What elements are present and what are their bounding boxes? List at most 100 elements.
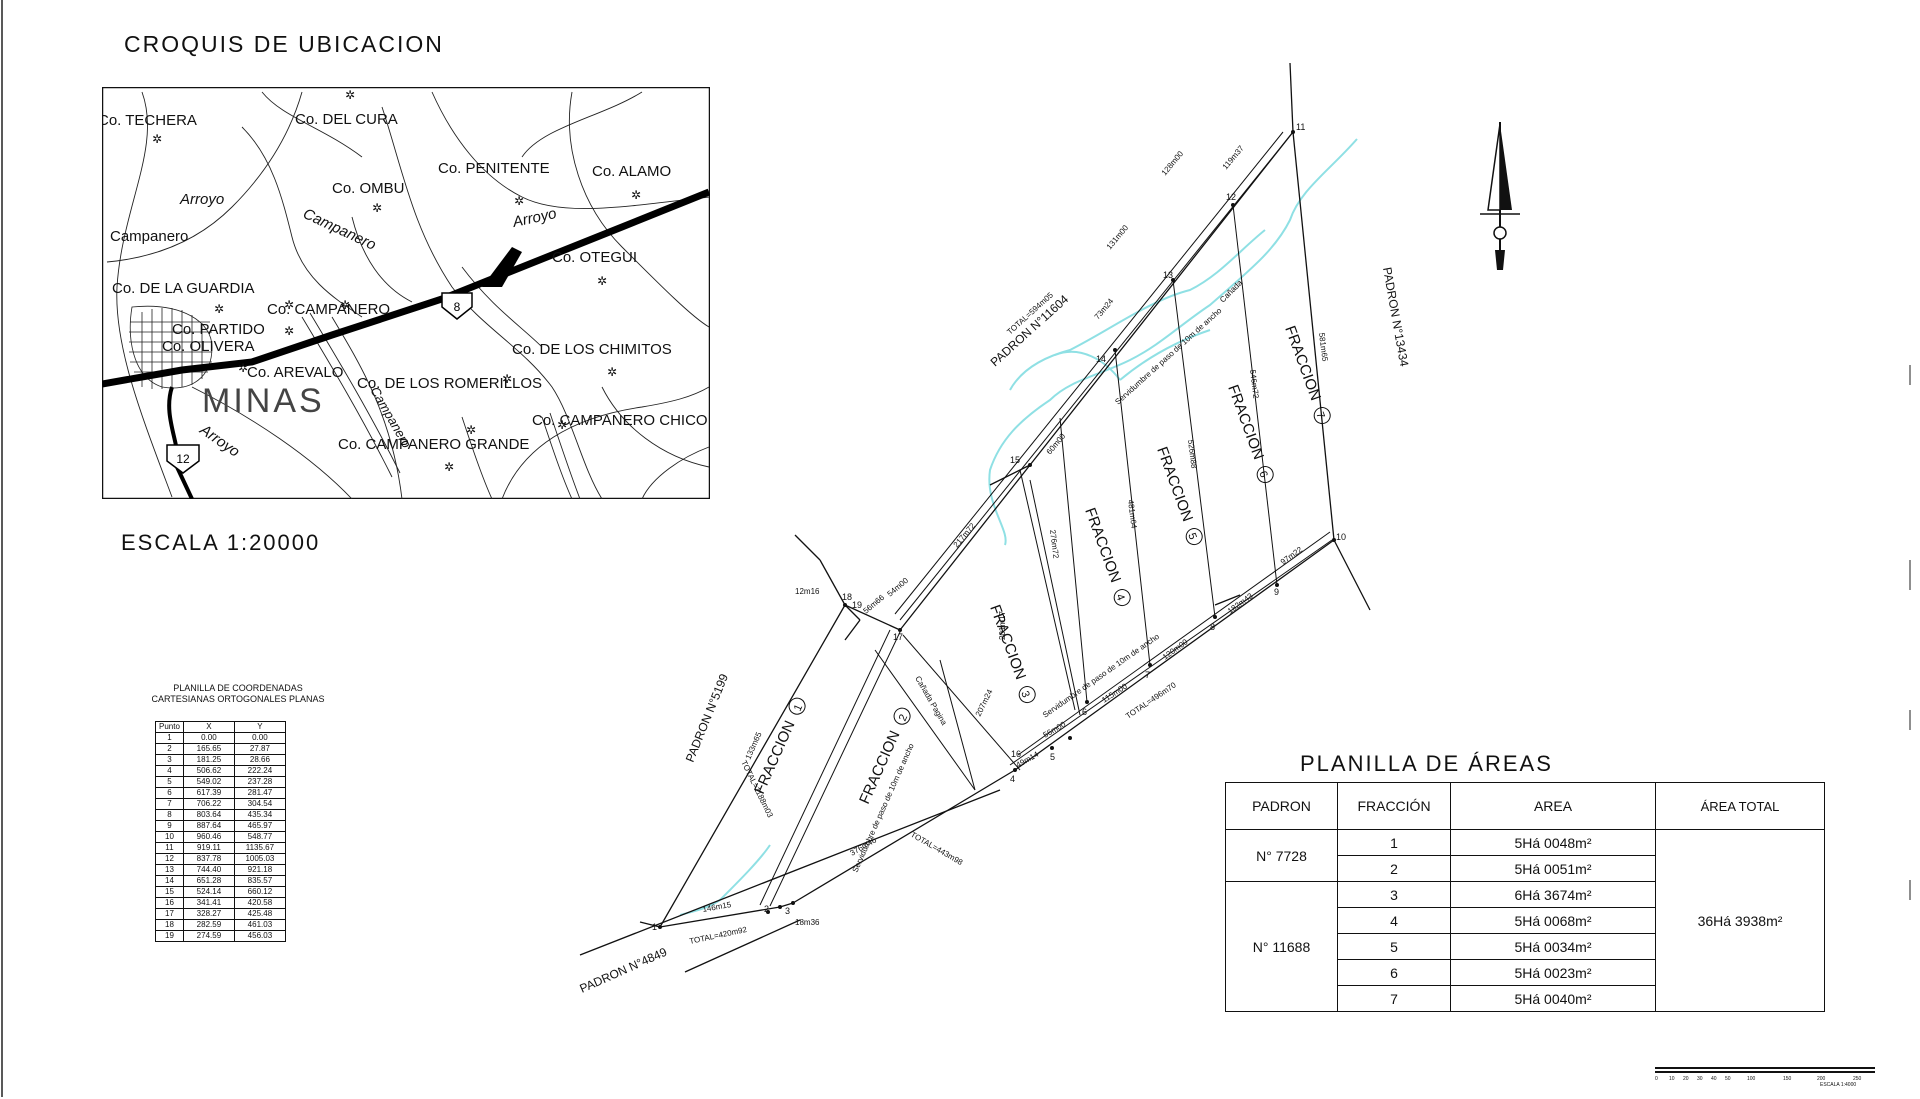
- map-label: Co. CAMPANERO: [267, 301, 390, 318]
- point-number: 1: [652, 922, 657, 932]
- fraccion-cell: 2: [1337, 855, 1451, 882]
- svg-text:40: 40: [1711, 1076, 1717, 1082]
- svg-text:✲: ✲: [444, 460, 454, 474]
- map-label: Co. OLIVERA: [162, 338, 255, 355]
- dimension: 73m24: [1093, 296, 1116, 321]
- coordinates-title-line1: PLANILLA DE COORDENADAS: [173, 683, 303, 693]
- svg-text:✲: ✲: [466, 423, 476, 437]
- svg-text:100: 100: [1747, 1076, 1756, 1082]
- svg-text:✲: ✲: [284, 298, 294, 312]
- svg-text:✲: ✲: [631, 188, 641, 202]
- svg-text:✲: ✲: [597, 274, 607, 288]
- fraction-number: 3: [1018, 689, 1031, 699]
- point-number: 10: [1336, 532, 1346, 542]
- dimension: 276m72: [1048, 529, 1061, 559]
- dimension: 546m72: [1248, 369, 1261, 399]
- padron-label: PADRON N°5199: [683, 671, 731, 764]
- point-number: 6: [1082, 707, 1087, 717]
- route-12-number: 12: [176, 452, 190, 466]
- dimension: 128m00: [1160, 149, 1186, 177]
- dimension: 56m00: [1042, 719, 1068, 739]
- map-label: Co. ALAMO: [592, 163, 671, 180]
- annotation: Servidumbre de paso de 10m de ancho: [1113, 306, 1224, 407]
- point-number: 14: [1096, 354, 1106, 364]
- map-label: Co. CAMPANERO CHICO: [532, 412, 708, 429]
- area-cell: 5Há 0040m²: [1450, 985, 1656, 1012]
- point-number: 17: [893, 632, 903, 642]
- dimension: 526m88: [1186, 439, 1199, 469]
- point-number: 5: [1050, 752, 1055, 762]
- svg-text:✲: ✲: [238, 361, 248, 375]
- route-8-badge: 8: [441, 292, 473, 320]
- point-number: 18: [842, 592, 852, 602]
- padron-cell: N° 7728: [1225, 829, 1338, 882]
- fraccion-cell: 3: [1337, 881, 1451, 908]
- route-8-number: 8: [454, 300, 461, 314]
- north-arrow-icon: [1480, 122, 1520, 270]
- fraccion-cell: 5: [1337, 933, 1451, 960]
- area-total-cell: 36Há 3938m²: [1655, 829, 1825, 1012]
- svg-text:✲: ✲: [214, 302, 224, 316]
- map-label: Arroyo: [179, 191, 224, 208]
- dimension: 481m64: [1126, 499, 1139, 529]
- map-label: Co. OTEGUI: [552, 249, 637, 266]
- svg-text:250: 250: [1853, 1076, 1862, 1082]
- y-coordinate-cell: 456.03: [233, 930, 286, 942]
- dimension: 146m15: [702, 900, 733, 914]
- coordinates-panel: PLANILLA DE COORDENADAS CARTESIANAS ORTO…: [118, 683, 358, 942]
- svg-text:150: 150: [1783, 1076, 1792, 1082]
- padron-label: PADRON N°13434: [1380, 266, 1411, 368]
- dimension: 217m72: [952, 521, 978, 549]
- map-label: Co. DEL CURA: [295, 111, 398, 128]
- svg-text:50: 50: [1725, 1076, 1731, 1082]
- dimension: 60m00: [1045, 431, 1068, 456]
- annotation: Cañada: [1218, 278, 1245, 305]
- annotation: TOTAL=420m92: [689, 925, 749, 946]
- svg-text:20: 20: [1683, 1076, 1689, 1082]
- svg-text:✲: ✲: [345, 88, 355, 102]
- svg-text:30: 30: [1697, 1076, 1703, 1082]
- point-number: 16: [1011, 749, 1021, 759]
- map-label: Co. DE LA GUARDIA: [112, 280, 255, 297]
- fraccion-cell: 6: [1337, 959, 1451, 986]
- fraction-label: FRACCION: [986, 603, 1029, 682]
- fraction-number: 7: [1313, 410, 1326, 420]
- padron-cell: N° 11688: [1225, 881, 1338, 1012]
- y-coordinate-cell: 28.66: [233, 754, 286, 766]
- dimension: 56m66: [862, 593, 887, 616]
- point-number: 3: [785, 906, 790, 916]
- location-map: 8 12 ✲✲✲ ✲✲✲ ✲✲✲ ✲✲✲ ✲✲✲ ✲ Co. TECHERA C…: [102, 87, 710, 499]
- point-number: 4: [1010, 774, 1015, 784]
- svg-text:0: 0: [1655, 1076, 1658, 1082]
- point-number: 2: [764, 904, 769, 914]
- areas-header-area: AREA: [1450, 782, 1656, 830]
- areas-table-title: PLANILLA DE ÁREAS: [1300, 751, 1553, 776]
- point-number: 8: [1210, 622, 1215, 632]
- point-number: 13: [1163, 270, 1173, 280]
- fraction-number: 2: [897, 713, 910, 723]
- point-number: 9: [1274, 587, 1279, 597]
- svg-text:10: 10: [1669, 1076, 1675, 1082]
- graphic-scale-label: ESCALA 1:4000: [1820, 1082, 1857, 1088]
- svg-text:✲: ✲: [152, 132, 162, 146]
- svg-text:✲: ✲: [502, 372, 512, 386]
- area-cell: 6Há 3674m²: [1450, 881, 1656, 908]
- point-number: 11: [1296, 122, 1305, 132]
- area-cell: 5Há 0034m²: [1450, 933, 1656, 960]
- map-label: Co. PENITENTE: [438, 160, 550, 177]
- areas-header-area-total: ÁREA TOTAL: [1655, 782, 1825, 830]
- point-number: 19: [852, 600, 862, 610]
